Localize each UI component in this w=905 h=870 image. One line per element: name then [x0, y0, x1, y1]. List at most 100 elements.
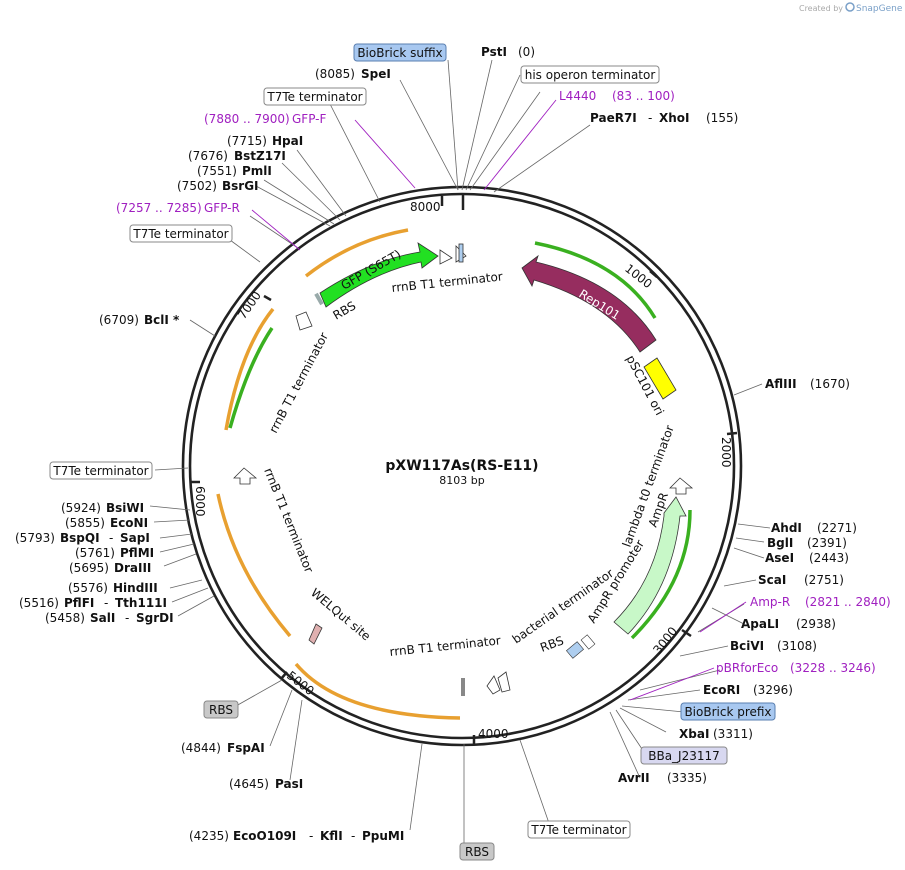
left-orange-arc [224, 307, 275, 431]
site-tth111i-name[interactable]: Tth111I [115, 596, 167, 610]
site-sgrdi-name[interactable]: SgrDI [136, 611, 174, 625]
site-hpai-name[interactable]: HpaI [272, 134, 303, 148]
tick-8000: 8000 [410, 200, 441, 214]
t7te-left2-label[interactable]: T7Te terminator [52, 464, 148, 478]
rrnb-top-label: rrnB T1 terminator [391, 269, 504, 295]
site-bcivi-pos: (3108) [777, 639, 817, 653]
site-psti-pos: (0) [518, 45, 535, 59]
site-ahdi-name[interactable]: AhdI [771, 521, 802, 535]
primer-labels: L4440 (83 .. 100) Amp-R (2821 .. 2840) p… [116, 89, 891, 675]
site-bspqi-pos: (5793) [15, 531, 55, 545]
primer-gfpr-name[interactable]: GFP-R [204, 201, 240, 215]
primer-pbrforeco-range: (3228 .. 3246) [790, 661, 876, 675]
site-ahdi-pos: (2271) [817, 521, 857, 535]
rbs-bottom-label[interactable]: RBS [465, 845, 489, 859]
site-draiii-pos: (5695) [69, 561, 109, 575]
site-ecoo109i-name[interactable]: EcoO109I [233, 829, 296, 843]
primer-gfpf-name[interactable]: GFP-F [292, 112, 327, 126]
biobrick-suffix-label[interactable]: BioBrick suffix [357, 46, 442, 60]
rep-green-arc [534, 241, 657, 319]
site-bspqi-name[interactable]: BspQI [60, 531, 100, 545]
site-draiii-name[interactable]: DraIII [114, 561, 151, 575]
site-afliii-name[interactable]: AflIII [765, 377, 797, 391]
primer-l4440-name[interactable]: L4440 [559, 89, 596, 103]
rrnb-mark-bottom3 [461, 678, 465, 696]
t7te-bottom-label[interactable]: T7Te terminator [530, 823, 626, 837]
primer-ampr-name[interactable]: Amp-R [750, 595, 790, 609]
tick-4000: 4000 [478, 727, 509, 741]
site-fspai-name[interactable]: FspAI [227, 741, 265, 755]
site-avrii-pos: (3335) [667, 771, 707, 785]
biobrick-prefix-label[interactable]: BioBrick prefix [684, 705, 771, 719]
tick-6000: 6000 [193, 486, 207, 517]
svg-text:-: - [648, 111, 652, 125]
tick-2000: 2000 [719, 437, 733, 468]
psc101-ori-feature[interactable] [643, 357, 677, 400]
site-bcivi-name[interactable]: BciVI [730, 639, 764, 653]
t7te-left-label[interactable]: T7Te terminator [132, 227, 228, 241]
site-scai-name[interactable]: ScaI [758, 573, 786, 587]
site-apali-name[interactable]: ApaLI [741, 617, 779, 631]
site-bstz17i-name[interactable]: BstZ17I [234, 149, 286, 163]
site-fspai-pos: (4844) [181, 741, 221, 755]
site-xhoi-name[interactable]: XhoI [659, 111, 690, 125]
lambda-terminator-mark [669, 477, 694, 495]
primer-gfpf-range: (7880 .. 7900) [204, 112, 290, 126]
site-sapi-name[interactable]: SapI [120, 531, 150, 545]
site-pflfi-name[interactable]: PflFI [64, 596, 94, 610]
site-ppumi-name[interactable]: PpuMI [362, 829, 404, 843]
site-ecori-name[interactable]: EcoRI [703, 683, 740, 697]
site-psti-name[interactable]: PstI [481, 45, 507, 59]
site-spei-name[interactable]: SpeI [361, 67, 391, 81]
bba-label[interactable]: BBa_J23117 [648, 749, 720, 763]
rbs-ampr-label: RBS [538, 633, 565, 654]
ampr-feature[interactable] [613, 496, 687, 635]
site-ecoo109i-pos: (4235) [189, 829, 229, 843]
site-bcli-pos: (6709) [99, 313, 139, 327]
site-bsrgi-name[interactable]: BsrGI [222, 179, 259, 193]
site-pmli-name[interactable]: PmlI [242, 164, 272, 178]
site-apali-pos: (2938) [796, 617, 836, 631]
feature-labels: GFP (S65T) Rep101 pSC101 ori lambda t0 t… [261, 247, 677, 659]
site-econi-name[interactable]: EcoNI [110, 516, 148, 530]
rrnb-mark-bottom2 [497, 671, 511, 693]
site-kfli-name[interactable]: KflI [320, 829, 343, 843]
rep101-feature[interactable] [521, 254, 657, 353]
left-orange-arc-2 [216, 493, 292, 638]
site-bgli-name[interactable]: BglI [767, 536, 793, 550]
rrnb-mark-top1 [439, 249, 453, 265]
site-hindiii-name[interactable]: HindIII [113, 581, 158, 595]
watermark-brand: SnapGene [856, 4, 903, 14]
site-sali-name[interactable]: SalI [90, 611, 115, 625]
tick-marks [191, 193, 738, 744]
rbs-left-label[interactable]: RBS [209, 703, 233, 717]
site-xbai-name[interactable]: XbaI [679, 727, 709, 741]
site-ecori-pos: (3296) [753, 683, 793, 697]
rrnb-mark-left2 [233, 467, 258, 485]
tick-3000: 3000 [650, 624, 680, 657]
site-bcli-name[interactable]: BclI * [144, 313, 180, 327]
site-bsiwi-name[interactable]: BsiWI [106, 501, 144, 515]
site-labels: PstI (0) PaeR7I - XhoI (155) AflIII (167… [15, 45, 857, 843]
welqut-mark [308, 623, 323, 645]
rbs-gfp-label: RBS [331, 298, 359, 322]
site-asei-name[interactable]: AseI [765, 551, 794, 565]
site-paer7i-name[interactable]: PaeR7I [590, 111, 637, 125]
site-pflmi-pos: (5761) [75, 546, 115, 560]
t7te-top-label[interactable]: T7Te terminator [266, 90, 362, 104]
site-xbai-pos: (3311) [713, 727, 753, 741]
site-pflmi-name[interactable]: PflMI [120, 546, 154, 560]
site-hindiii-pos: (5576) [68, 581, 108, 595]
gfp-feature[interactable] [319, 242, 439, 308]
site-pasi-name[interactable]: PasI [275, 777, 303, 791]
watermark-prefix: Created by [799, 4, 843, 13]
rrnb-bottom-label: rrnB T1 terminator [389, 633, 502, 659]
primer-pbrforeco-name[interactable]: pBRforEco [716, 661, 778, 675]
site-avrii-name[interactable]: AvrII [618, 771, 650, 785]
site-afliii-pos: (1670) [810, 377, 850, 391]
his-terminator-label[interactable]: his operon terminator [525, 68, 656, 82]
site-bsiwi-pos: (5924) [61, 501, 101, 515]
site-bsrgi-pos: (7502) [177, 179, 217, 193]
site-pflfi-pos: (5516) [19, 596, 59, 610]
svg-text:-: - [104, 596, 108, 610]
